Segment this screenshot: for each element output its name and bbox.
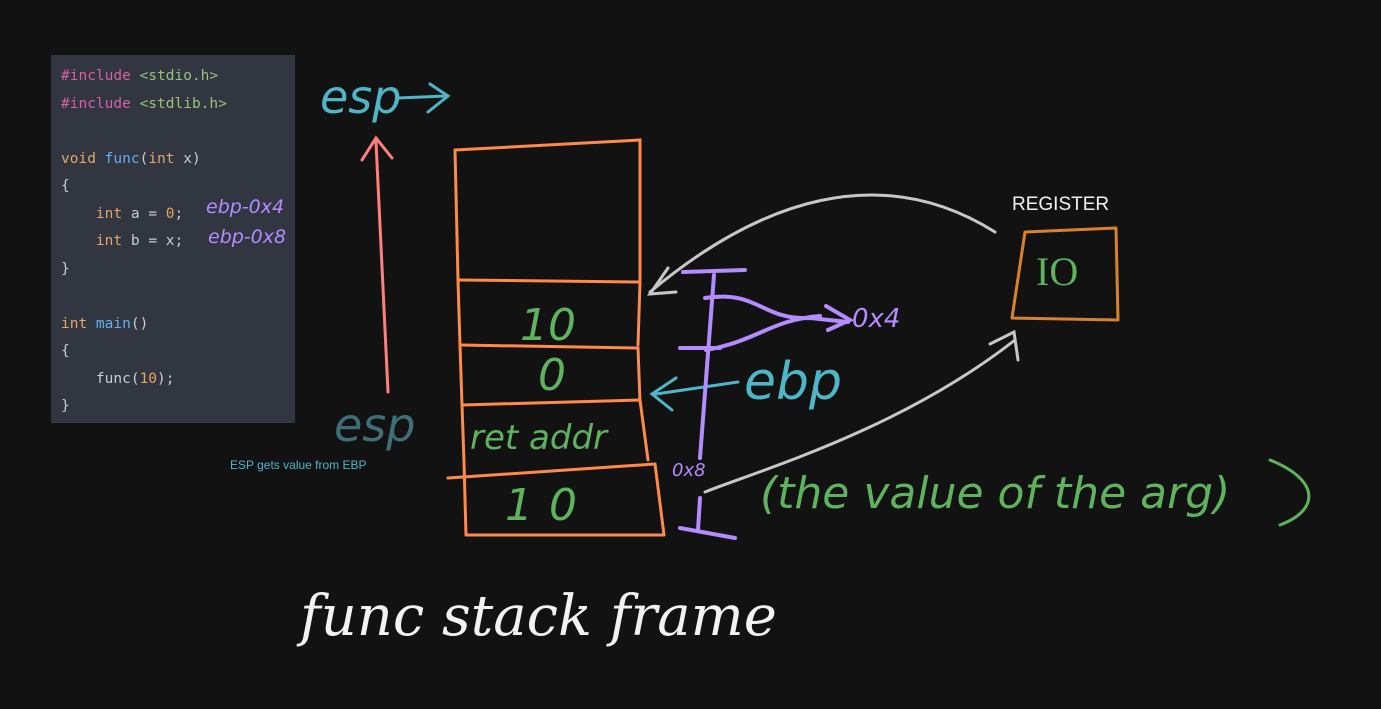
code-panel: #include <stdio.h>#include <stdlib.h>voi… <box>51 55 295 423</box>
ebp-label: ebp <box>744 352 843 412</box>
code-token: #include <box>61 68 140 84</box>
stack-frame <box>446 138 666 537</box>
code-token: { <box>61 178 70 194</box>
code-token: ( <box>139 150 149 167</box>
code-token: 10 <box>139 370 158 387</box>
code-token: } <box>61 398 70 414</box>
code-token: void <box>61 150 105 167</box>
esp-bottom-label: esp <box>334 398 416 452</box>
stack-divider-3 <box>460 398 642 407</box>
code-token: b = x; <box>122 233 184 249</box>
register-to-slot-arrow <box>648 193 997 294</box>
code-token: } <box>61 260 70 277</box>
stack-slot-3-value: ret addr <box>470 418 608 458</box>
register-box <box>1010 226 1120 322</box>
code-line: #include <stdio.h> <box>61 63 218 90</box>
arg-note: (the value of the arg) <box>760 468 1231 519</box>
arg-to-register-arrow <box>703 338 1017 494</box>
stack-divider-2 <box>458 343 640 350</box>
code-token: int <box>95 205 123 222</box>
code-token: main <box>95 315 131 332</box>
caption: func stack frame <box>300 584 777 649</box>
code-token: int <box>95 233 123 249</box>
code-token: { <box>61 343 70 359</box>
code-token: <stdlib.h> <box>139 95 227 112</box>
code-token: #include <box>61 95 140 112</box>
ebp-arrow <box>649 376 740 412</box>
code-token: ; <box>174 205 184 222</box>
code-token: x) <box>174 150 201 167</box>
code-token: a = <box>122 205 166 222</box>
code-line: { <box>61 338 70 365</box>
code-line: int a = 0; <box>61 201 183 228</box>
code-annotation-b: ebp-0x8 <box>208 226 287 248</box>
esp-top-label: esp <box>320 70 402 124</box>
stack-divider-1 <box>456 278 642 284</box>
code-token: func( <box>61 370 140 387</box>
esp-note: ESP gets value from EBP <box>230 458 367 472</box>
register-title: REGISTER <box>1012 194 1110 215</box>
code-token: 0 <box>165 205 175 222</box>
code-line: } <box>61 256 70 283</box>
offset-4-label: 0x4 <box>852 304 901 334</box>
code-token: int <box>61 315 96 332</box>
register-to-slot-arrowhead <box>646 266 678 296</box>
code-line: #include <stdlib.h> <box>61 91 227 118</box>
code-token: () <box>130 315 149 332</box>
esp-up-arrow <box>374 140 390 394</box>
stack-slot-1-value: 10 <box>520 300 576 351</box>
code-annotation-a: ebp-0x4 <box>206 196 285 218</box>
offset-bracket <box>678 268 855 540</box>
code-line: int b = x; <box>61 228 183 255</box>
code-line: void func(int x) <box>61 146 201 173</box>
stack-divider-4 <box>446 462 657 480</box>
esp-top-arrow <box>396 82 451 114</box>
code-line: } <box>61 393 70 420</box>
code-token: func <box>104 150 140 167</box>
stack-slot-4-value: 10 <box>505 480 593 531</box>
stack-slot-2-value: 0 <box>538 350 566 401</box>
offset-8-label: 0x8 <box>672 460 706 481</box>
arg-note-paren <box>1268 458 1311 527</box>
code-token: <stdio.h> <box>139 68 219 84</box>
code-token: ); <box>157 370 175 387</box>
code-line: func(10); <box>61 366 175 393</box>
arg-to-register-arrowhead <box>988 329 1020 362</box>
code-token: int <box>148 150 175 167</box>
register-value: IO <box>1036 249 1079 294</box>
esp-up-arrowhead <box>360 135 394 162</box>
code-line: int main() <box>61 311 148 338</box>
code-line: { <box>61 173 70 200</box>
